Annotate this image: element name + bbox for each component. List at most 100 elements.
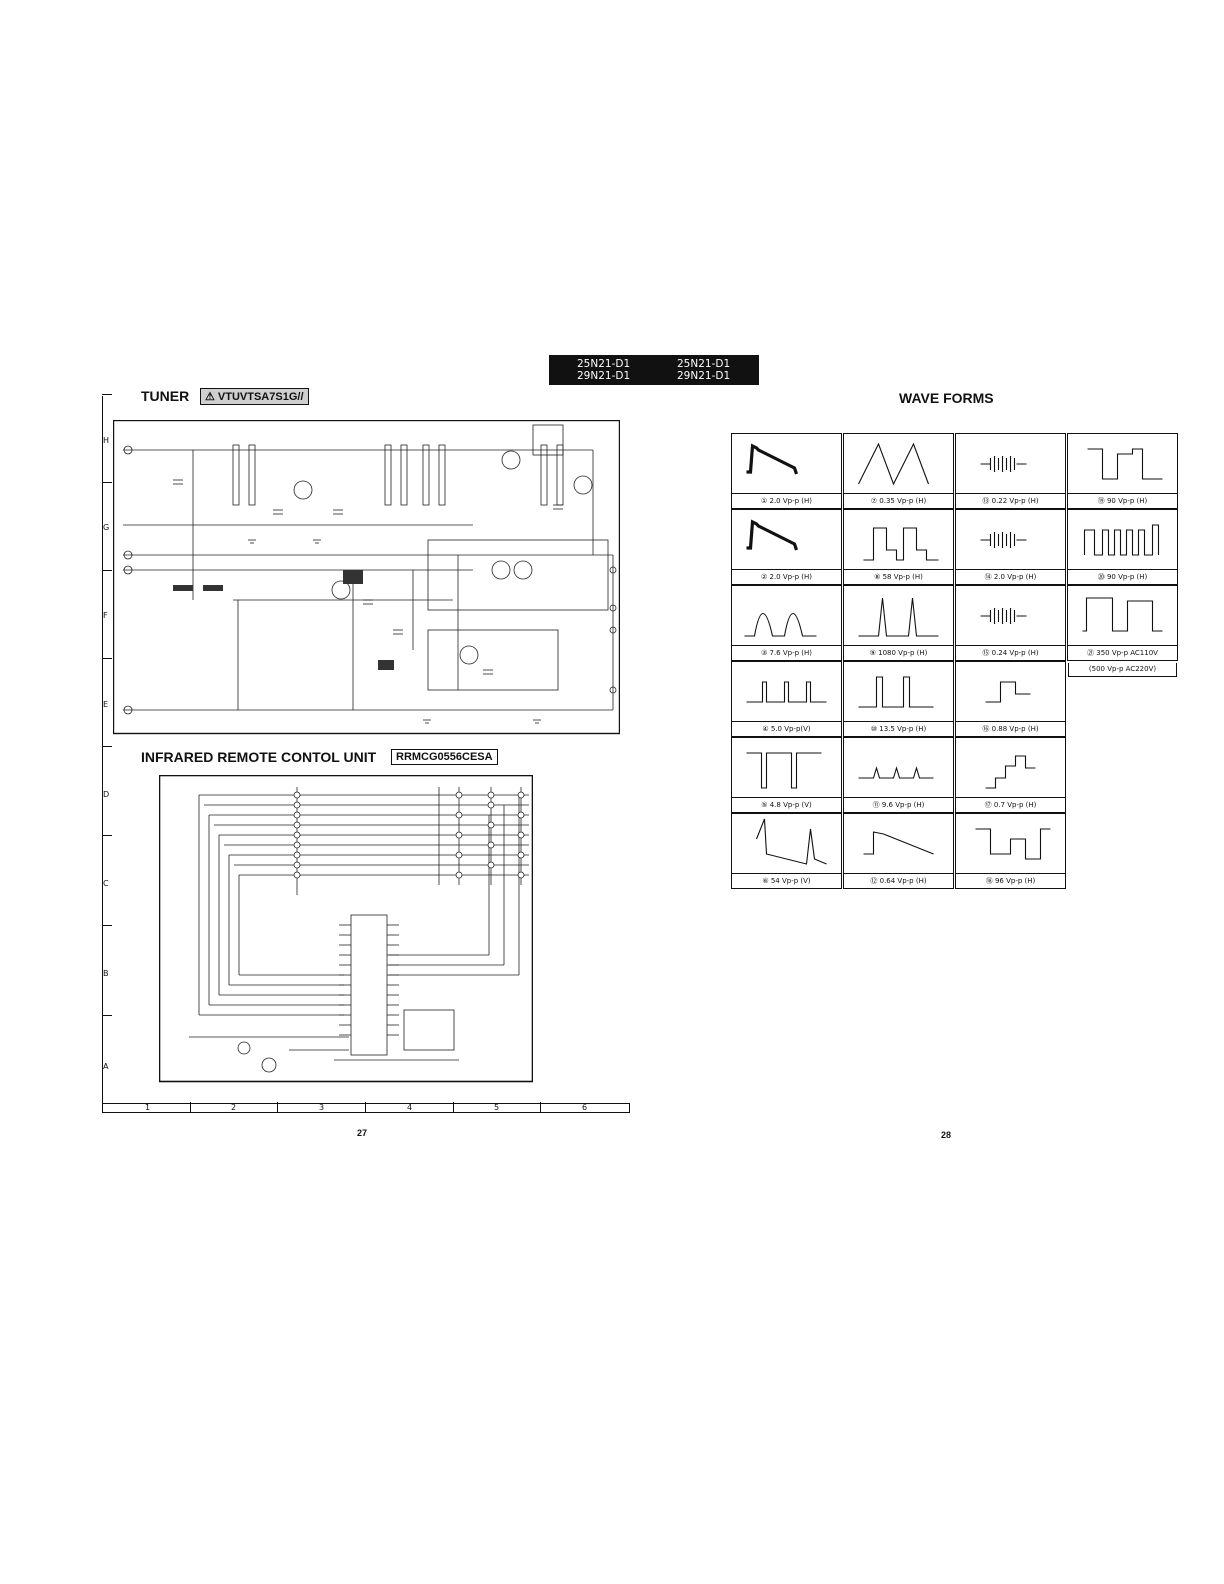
waveform-label: ⑱ 96 Vp-p (H) [956,873,1065,888]
waveform-path [746,519,799,551]
row-tick [102,925,112,926]
waveform-path [1082,597,1163,632]
waveform-trace [980,532,1027,548]
grid-row-c: C [103,879,109,888]
waveform-trace [755,818,827,865]
waveform-cell: ⑦ 0.35 Vp-p (H) [843,433,954,509]
model-header: 25N21-D1 29N21-D1 25N21-D1 29N21-D1 [549,355,759,385]
waveform-trace [858,442,930,486]
tuner-part-number: ⚠ VTUVTSA7S1G// [200,388,309,405]
waveform-path [980,456,1027,472]
waveform-label: ② 2.0 Vp-p (H) [732,569,841,584]
remote-schematic [159,775,533,1083]
waveform-label: ⑩ 13.5 Vp-p (H) [844,721,953,736]
model-left-1: 25N21-D1 [577,358,631,370]
waveform-label: ③ 7.6 Vp-p (H) [732,645,841,660]
col-tick [453,1102,454,1112]
waveform-label: ④ 5.0 Vp-p(V) [732,721,841,736]
waveform-cell: ① 2.0 Vp-p (H) [731,433,842,509]
waveform-cell: ⑰ 0.7 Vp-p (H) [955,737,1066,813]
waveform-label-extra: (500 Vp-p AC220V) [1068,663,1177,677]
waveform-path [863,831,934,855]
tuner-schematic [113,420,620,735]
waveform-label: ⑤ 4.8 Vp-p (V) [732,797,841,812]
waveform-path [980,608,1027,624]
waveform-cell: ⑪ 9.6 Vp-p (H) [843,737,954,813]
waveform-label: ① 2.0 Vp-p (H) [732,493,841,508]
waveform-trace [744,613,817,637]
grid-row-a: A [103,1062,109,1071]
tuner-title: TUNER [141,388,190,404]
waveform-path [746,681,827,703]
waveform-cell: ㉑ 350 Vp-p AC110V (500 Vp-p AC220V) [1067,585,1178,677]
waveform-trace [863,831,934,855]
waveform-path [1083,524,1160,556]
model-left-2: 29N21-D1 [577,370,631,382]
waveform-trace [746,519,799,551]
row-tick [102,835,112,836]
waveform-label: ⑪ 9.6 Vp-p (H) [844,797,953,812]
grid-col-3: 3 [319,1103,325,1112]
row-tick [102,482,112,483]
waveform-trace [746,681,827,703]
remote-title: INFRARED REMOTE CONTOL UNIT [141,749,377,765]
waveform-label: ⑲ 90 Vp-p (H) [1068,493,1177,508]
waveform-label: ⑨ 1080 Vp-p (H) [844,645,953,660]
waveform-label: ⑳ 90 Vp-p (H) [1068,569,1177,584]
waveform-trace [975,828,1051,860]
waveform-trace [980,608,1027,624]
waveform-cell: ⑭ 2.0 Vp-p (H) [955,509,1066,585]
waveform-cell: ② 2.0 Vp-p (H) [731,509,842,585]
row-tick [102,570,112,571]
col-tick [540,1102,541,1112]
grid-col-4: 4 [407,1103,413,1112]
waveform-path [744,613,817,637]
waveform-path [858,442,930,486]
waveform-label: ⑦ 0.35 Vp-p (H) [844,493,953,508]
waveform-trace [980,456,1027,472]
waveform-cell: ⑱ 96 Vp-p (H) [955,813,1066,889]
waveform-cell: ⑤ 4.8 Vp-p (V) [731,737,842,813]
row-tick [102,746,112,747]
waveform-cell: ⑮ 0.24 Vp-p (H) [955,585,1066,661]
waveform-trace [863,527,939,561]
grid-col-2: 2 [231,1103,237,1112]
grid-row-d: D [103,790,110,799]
page-number-left: 27 [357,1128,368,1138]
row-tick [102,658,112,659]
waveform-trace [985,681,1031,703]
waveform-cell: ⑲ 90 Vp-p (H) [1067,433,1178,509]
waveform-path [1087,448,1163,480]
waveform-trace [858,766,934,779]
waveform-trace [858,676,934,708]
col-tick [277,1102,278,1112]
grid-bottom-bar [102,1103,630,1113]
waveform-cell: ③ 7.6 Vp-p (H) [731,585,842,661]
waveform-path [746,752,822,789]
waveform-path [858,597,939,637]
waveform-trace [1083,524,1160,556]
waveform-label: ㉑ 350 Vp-p AC110V [1068,645,1177,660]
waveform-path [858,676,934,708]
waveform-label: ⑧ 58 Vp-p (H) [844,569,953,584]
waveform-cell: ⑨ 1080 Vp-p (H) [843,585,954,661]
waveform-path [985,755,1036,789]
model-right-1: 25N21-D1 [677,358,731,370]
page-number-right: 28 [941,1130,952,1140]
waveform-cell: ④ 5.0 Vp-p(V) [731,661,842,737]
waveform-path [985,681,1031,703]
waveforms-title: WAVE FORMS [899,390,994,406]
waveform-trace [1082,597,1163,632]
waveform-path [980,532,1027,548]
waveform-cell: ⑳ 90 Vp-p (H) [1067,509,1178,585]
waveform-label: ⑰ 0.7 Vp-p (H) [956,797,1065,812]
grid-col-5: 5 [494,1103,500,1112]
col-tick [190,1102,191,1112]
waveform-cell: ⑩ 13.5 Vp-p (H) [843,661,954,737]
waveform-path [975,828,1051,860]
waveform-trace [746,443,799,475]
model-right-2: 29N21-D1 [677,370,731,382]
waveform-label: ⑭ 2.0 Vp-p (H) [956,569,1065,584]
grid-row-f: F [103,611,108,620]
waveform-label: ⑯ 0.88 Vp-p (H) [956,721,1065,736]
